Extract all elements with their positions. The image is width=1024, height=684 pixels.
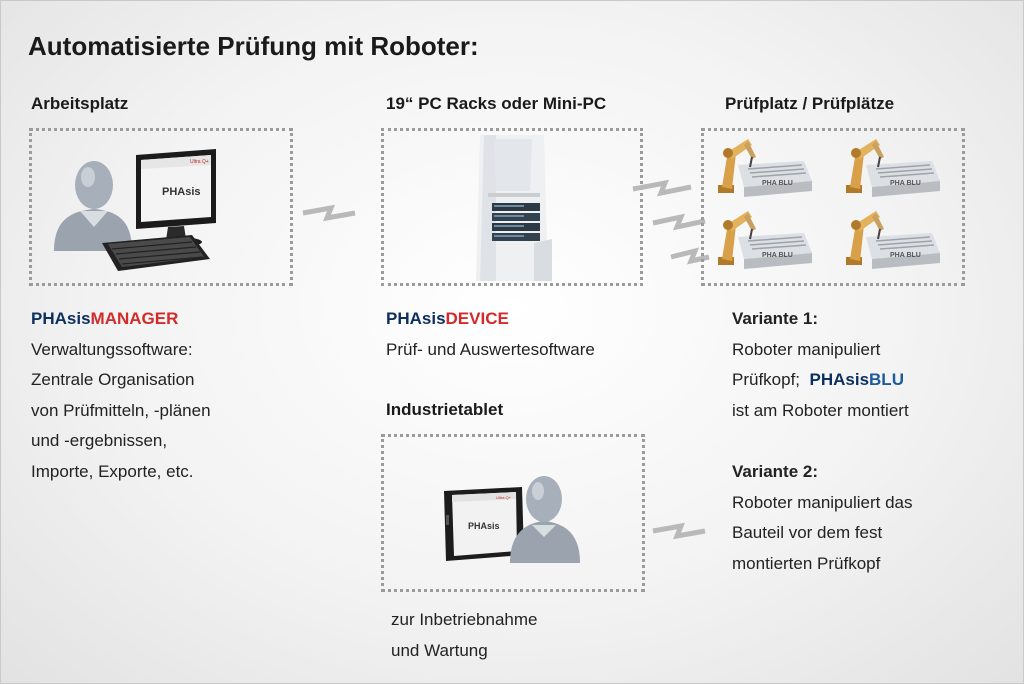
tablet-illustration: PHAsis Ultra Q+	[444, 476, 580, 563]
tablet-logo-text: PHAsis	[468, 521, 500, 531]
arbeitsplatz-line: und -ergebnissen,	[31, 431, 168, 450]
arbeitsplatz-line: Zentrale Organisation	[31, 370, 195, 389]
racks-description: PHAsisDEVICE Prüf- und Auswertesoftware	[386, 304, 686, 365]
variante1-line: ist am Roboter montiert	[732, 400, 909, 420]
tablet-line: und Wartung	[391, 640, 488, 660]
rig-label: PHA BLU	[762, 180, 793, 187]
arbeitsplatz-line: Importe, Exporte, etc.	[31, 461, 194, 481]
variante2-heading: Variante 2:	[732, 462, 818, 481]
variante1-line-product: Prüfkopf; PHAsisBLU	[732, 370, 904, 389]
product-name-manager: PHAsisMANAGER	[31, 309, 179, 328]
arbeitsplatz-line: von Prüfmitteln, -plänen	[31, 400, 211, 420]
keyboard-icon	[102, 235, 210, 271]
racks-box	[381, 128, 643, 286]
arbeitsplatz-description: PHAsisMANAGER Verwaltungssoftware: Zentr…	[31, 304, 311, 487]
connection-zigzag-icon	[652, 522, 706, 540]
server-rack-icon	[476, 135, 552, 281]
workstation-illustration: PHAsis Ultra Q+	[54, 149, 216, 271]
heading-racks: 19“ PC Racks oder Mini-PC	[386, 94, 607, 113]
tablet-brand-text: Ultra Q+	[496, 495, 512, 500]
monitor-brand-text: Ultra Q+	[190, 159, 209, 165]
tablet-icon: PHAsis Ultra Q+	[444, 487, 524, 561]
page-title: Automatisierte Prüfung mit Roboter:	[28, 31, 479, 61]
variante1-heading: Variante 1:	[732, 309, 818, 328]
tablet-box: PHAsis Ultra Q+	[381, 434, 645, 592]
monitor-logo-text: PHAsis	[162, 186, 201, 198]
racks-line: Prüf- und Auswertesoftware	[386, 339, 595, 359]
monitor-icon: PHAsis Ultra Q+	[136, 149, 216, 247]
rig-label: PHA BLU	[762, 252, 793, 259]
heading-tablet: Industrietablet	[386, 400, 504, 419]
pruefplatz-box: PHA BLU PHA BLU PHA BLU PHA BLU	[701, 128, 965, 286]
rig-label: PHA BLU	[890, 180, 921, 187]
robot-cells-illustration: PHA BLU PHA BLU PHA BLU PHA BLU	[717, 138, 941, 270]
workstation-box: PHAsis Ultra Q+	[29, 128, 293, 286]
variante2-line: montierten Prüfkopf	[732, 553, 881, 573]
person-icon	[510, 476, 580, 563]
variante1-description: Variante 1: Roboter manipuliert Prüfkopf…	[732, 304, 1017, 426]
variante2-description: Variante 2: Roboter manipuliert das Baut…	[732, 457, 1017, 579]
variante2-line: Roboter manipuliert das	[732, 492, 913, 512]
rig-label: PHA BLU	[890, 252, 921, 259]
rack-illustration	[476, 135, 552, 281]
tablet-description: zur Inbetriebnahme und Wartung	[391, 605, 651, 666]
heading-arbeitsplatz: Arbeitsplatz	[31, 94, 129, 113]
variante1-line: Roboter manipuliert	[732, 339, 881, 359]
connection-zigzag-group-icon	[632, 179, 710, 265]
tablet-line: zur Inbetriebnahme	[391, 610, 538, 629]
person-icon	[54, 161, 132, 251]
arbeitsplatz-line: Verwaltungssoftware:	[31, 339, 193, 359]
heading-pruefplatz: Prüfplatz / Prüfplätze	[725, 94, 895, 113]
connection-zigzag-icon	[302, 204, 356, 222]
variante2-line: Bauteil vor dem fest	[732, 523, 883, 542]
product-name-device: PHAsisDEVICE	[386, 309, 509, 328]
